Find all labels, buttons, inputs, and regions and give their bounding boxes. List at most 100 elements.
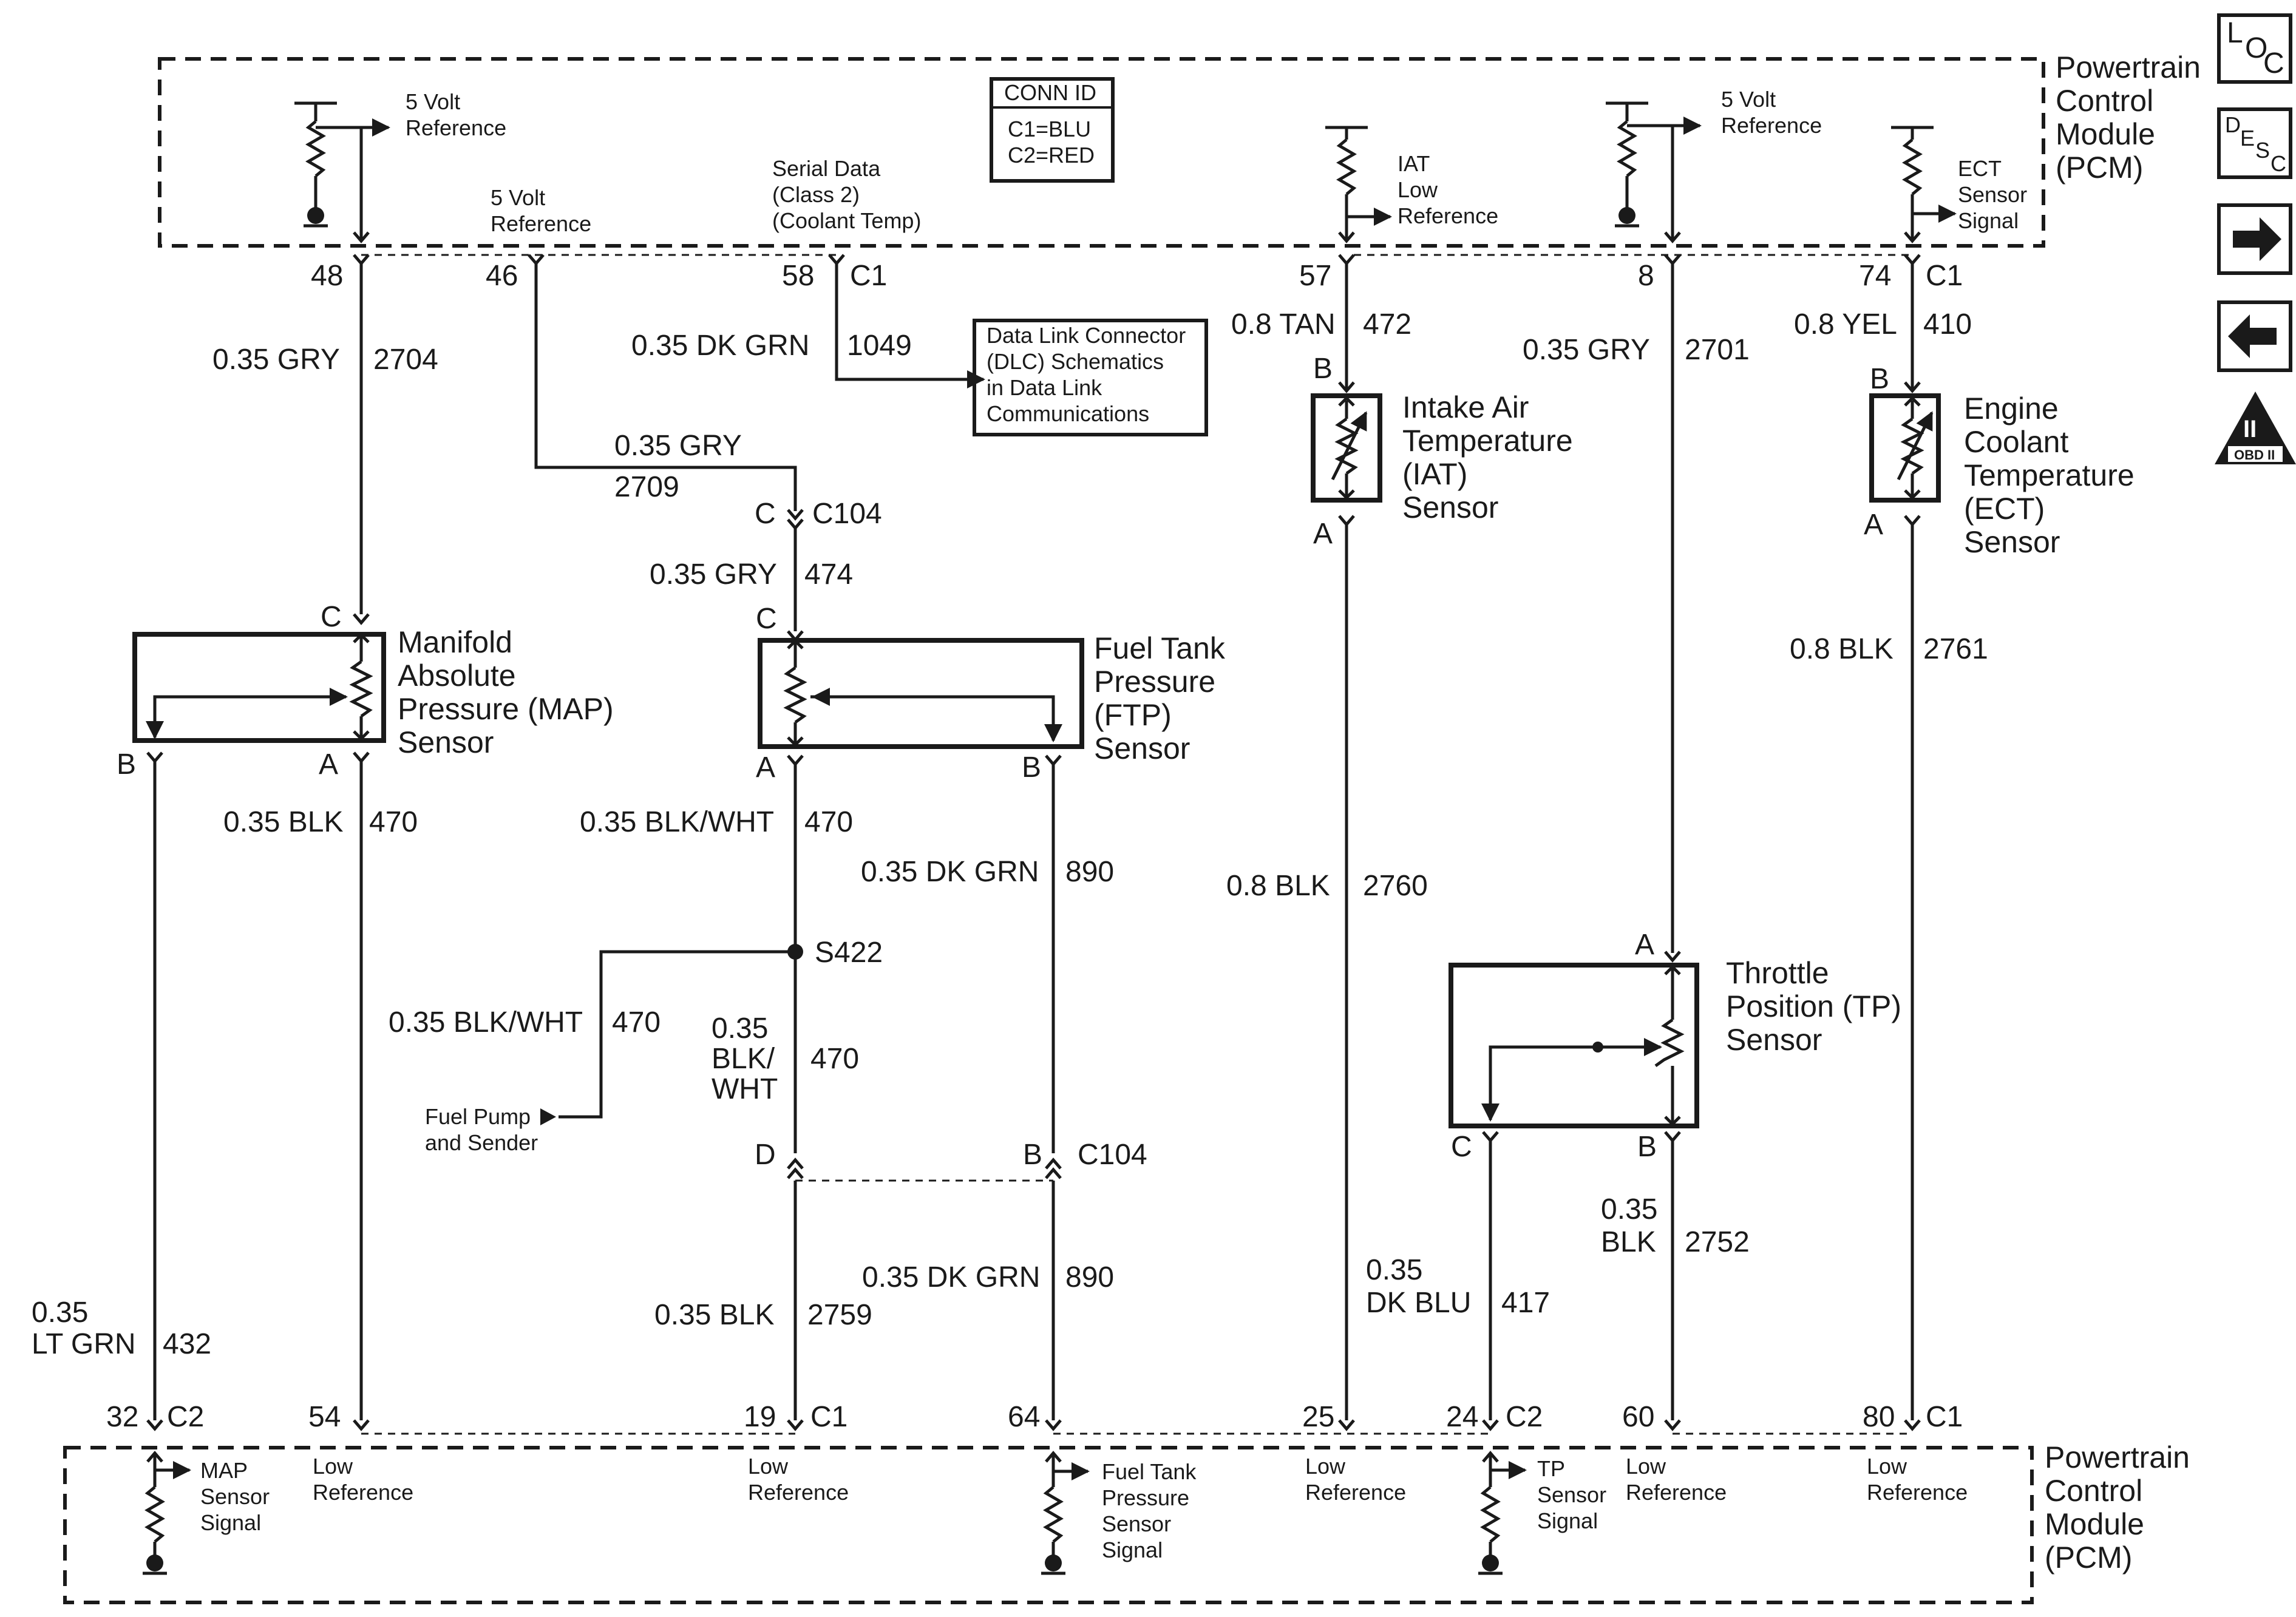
wire-470d-gauge-3: WHT [712, 1073, 778, 1105]
five-volt-ref-a-2: Reference [406, 115, 506, 140]
loc-icon-l: L [2227, 17, 2243, 49]
iat-low-ref-3: Reference [1398, 203, 1498, 228]
low-ref-54-1: Low [313, 1454, 353, 1479]
wire-1049-gauge: 0.35 DK GRN [631, 330, 809, 362]
pin-54: 54 [308, 1401, 341, 1433]
iat-sensor[interactable]: B Intake Air Temperature (IAT) Sensor A [1311, 353, 1573, 550]
pin-74: 74 [1859, 260, 1891, 292]
ect-label-2: Coolant [1964, 425, 2068, 459]
tp-signal-2: Sensor [1537, 1482, 1606, 1507]
next-arrow-icon[interactable] [2217, 203, 2292, 275]
pin-58: 58 [782, 260, 814, 292]
wire-410-circuit: 410 [1923, 308, 1972, 341]
desc-icon[interactable]: D E S C [2217, 107, 2292, 179]
map-signal-3: Signal [200, 1510, 261, 1535]
ect-signal-2: Sensor [1958, 182, 2027, 207]
iat-pin-a: A [1313, 518, 1333, 550]
pin-c1-top-a: C1 [850, 260, 887, 292]
wire-2752-circuit: 2752 [1685, 1226, 1750, 1258]
pcm-bottom-dashed-box [63, 1446, 2034, 1604]
pcm-top-dashed-box [158, 57, 2045, 248]
low-ref-25-1: Low [1305, 1454, 1346, 1479]
map-sensor[interactable]: C Manifold Absolute Pressure (MAP) Senso… [117, 601, 614, 781]
pin-46: 46 [486, 260, 518, 292]
c104-pin-c: C [755, 498, 776, 530]
pin-32: 32 [106, 1401, 138, 1433]
loc-icon-o: O [2245, 32, 2267, 64]
pin-25: 25 [1302, 1401, 1334, 1433]
wire-417-gauge-1: 0.35 [1366, 1254, 1422, 1286]
dlc-reference-box[interactable]: Data Link Connector (DLC) Schematics in … [973, 319, 1208, 436]
ftp-sensor[interactable]: C Fuel Tank Pressure (FTP) Sensor A B [756, 603, 1226, 784]
iat-low-ref-1: IAT [1398, 151, 1430, 176]
ftp-signal-2: Pressure [1102, 1485, 1189, 1510]
ftp-label-1: Fuel Tank [1094, 631, 1226, 665]
wire-2752-gauge-1: 0.35 [1601, 1193, 1657, 1225]
splice-s422-label: S422 [815, 937, 883, 969]
ftp-signal-3: Sensor [1102, 1511, 1171, 1536]
ect-sensor[interactable]: B Engine Coolant Temperature (ECT) Senso… [1864, 363, 2135, 559]
tp-sensor[interactable]: A Throttle Position (TP) Sensor C B [1449, 929, 1901, 1163]
pcm-bottom-label-2: Control [2045, 1474, 2142, 1508]
ftp-label-2: Pressure [1094, 665, 1215, 699]
ftp-label-4: Sensor [1094, 731, 1190, 765]
wire-2704-gauge: 0.35 GRY [212, 344, 340, 376]
iat-low-ref-resistor: IAT Low Reference [1325, 126, 1498, 243]
desc-icon-d: D [2225, 112, 2241, 137]
dlc-line-3: in Data Link [987, 375, 1102, 400]
serial-data-3: (Coolant Temp) [772, 208, 921, 233]
tp-signal-3: Signal [1537, 1508, 1598, 1533]
iat-label-3: (IAT) [1402, 457, 1467, 491]
pcm-bottom: Powertrain Control Module (PCM) MAP Sens… [63, 1440, 2190, 1604]
wire-470c-circuit: 470 [612, 1006, 661, 1039]
map-signal-2: Sensor [200, 1484, 270, 1509]
iat-pin-b: B [1313, 353, 1333, 385]
conn-id-c1: C1=BLU [1008, 117, 1091, 141]
map-label-2: Absolute [398, 659, 516, 693]
ftp-signal-4: Signal [1102, 1537, 1163, 1562]
ftp-pin-c: C [756, 603, 777, 635]
map-label-3: Pressure (MAP) [398, 692, 614, 726]
wire-470c-gauge: 0.35 BLK/WHT [389, 1006, 583, 1039]
wire-2761-circuit: 2761 [1923, 633, 1988, 665]
pullup-resistor-8: 5 Volt Reference [1606, 87, 1822, 243]
ftp-pin-b: B [1022, 751, 1041, 784]
ect-label-4: (ECT) [1964, 492, 2045, 526]
wire-2709-circuit: 2709 [614, 471, 679, 503]
dlc-line-1: Data Link Connector [987, 323, 1186, 348]
pcm-top-label-1: Powertrain [2056, 50, 2201, 84]
low-ref-19-1: Low [748, 1454, 789, 1479]
wire-890a-gauge: 0.35 DK GRN [861, 856, 1039, 888]
wire-417-gauge-2: DK BLU [1366, 1287, 1471, 1319]
desc-icon-s: S [2255, 138, 2270, 163]
low-ref-80-1: Low [1867, 1454, 1907, 1479]
wire-2760-gauge: 0.8 BLK [1226, 870, 1330, 902]
desc-icon-c: C [2271, 151, 2286, 176]
tp-pin-c: C [1451, 1131, 1472, 1163]
loc-icon[interactable]: L O C [2217, 13, 2292, 84]
map-signal-resistor: MAP Sensor Signal [143, 1451, 270, 1575]
conn-id-c2: C2=RED [1008, 143, 1095, 168]
loc-icon-c: C [2263, 47, 2284, 80]
ftp-signal-1: Fuel Tank [1102, 1459, 1197, 1484]
wire-470d-circuit: 470 [810, 1043, 859, 1075]
desc-icon-e: E [2240, 126, 2255, 151]
obd-ii-label: OBD II [2234, 447, 2275, 463]
prev-arrow-icon[interactable] [2217, 300, 2292, 372]
c104-pin-d: D [755, 1139, 776, 1171]
wire-2761-gauge: 0.8 BLK [1790, 633, 1894, 665]
obd-ii-roman: II [2243, 416, 2257, 442]
map-label-4: Sensor [398, 725, 494, 759]
low-ref-60-2: Reference [1626, 1480, 1727, 1505]
pcm-bottom-label-1: Powertrain [2045, 1440, 2190, 1474]
wire-2701-circuit: 2701 [1685, 334, 1750, 366]
wire-432-gauge-1: 0.35 [32, 1297, 88, 1329]
pin-64: 64 [1008, 1401, 1040, 1433]
iat-label-4: Sensor [1402, 490, 1498, 524]
map-signal-1: MAP [200, 1458, 248, 1483]
pin-57: 57 [1299, 260, 1331, 292]
pcm-bottom-label-4: (PCM) [2045, 1541, 2132, 1575]
tp-label-3: Sensor [1726, 1023, 1822, 1057]
iat-low-ref-2: Low [1398, 177, 1438, 202]
obd-ii-icon[interactable]: II OBD II [2215, 392, 2296, 464]
